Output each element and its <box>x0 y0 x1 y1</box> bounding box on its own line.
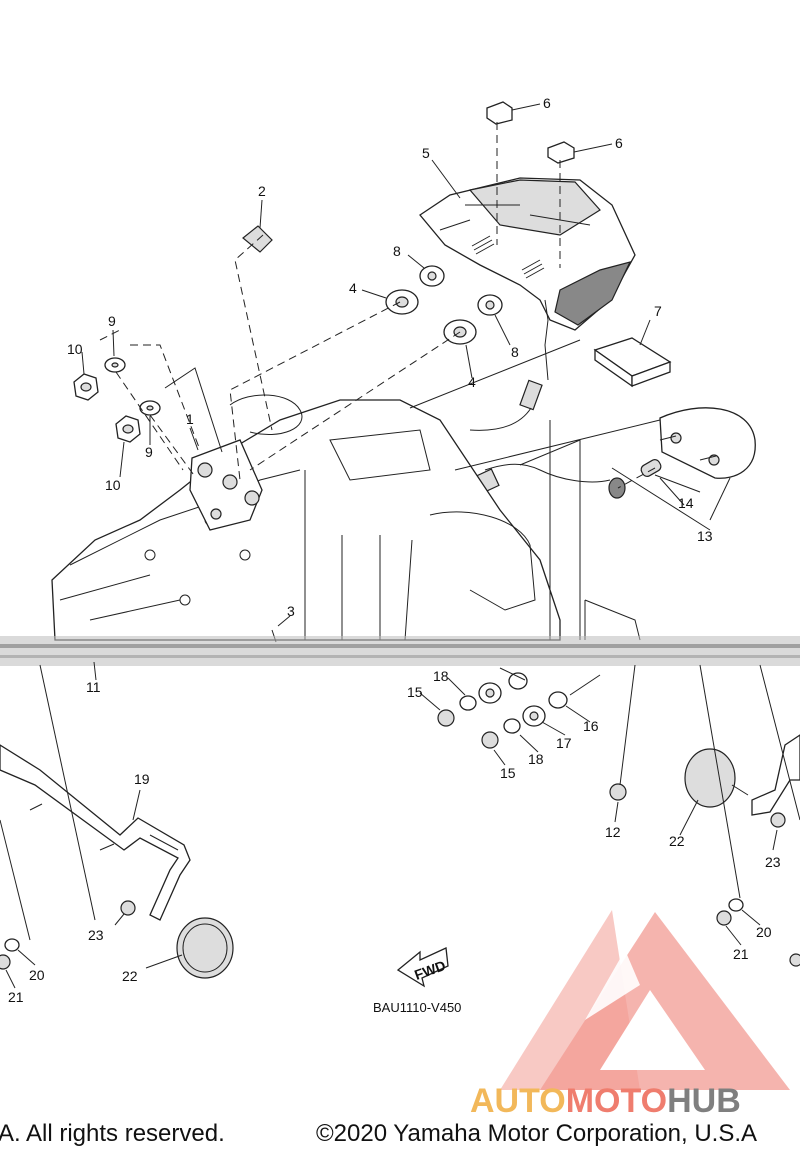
fwd-arrow: FWD <box>396 947 449 988</box>
clip-2 <box>242 225 273 253</box>
washer-18-upper <box>459 695 477 711</box>
nut-21-right <box>716 910 732 926</box>
callout-20-left: 20 <box>29 967 45 983</box>
washer-18-lower <box>503 718 521 734</box>
brand-auto: AUTO <box>470 1082 566 1120</box>
callout-10-lower: 10 <box>105 477 121 493</box>
collar-8-upper <box>419 265 445 287</box>
callout-labels: 1 2 3 4 4 5 6 6 7 8 8 9 9 10 10 11 12 13… <box>8 95 781 1005</box>
callout-8-upper: 8 <box>393 243 401 259</box>
rear-fender <box>51 394 561 641</box>
cap-6-lower <box>547 141 575 164</box>
callout-7: 7 <box>654 303 662 319</box>
nut-10-upper <box>73 373 99 401</box>
copyright-left: A. All rights reserved. <box>0 1120 225 1147</box>
callout-15-upper: 15 <box>407 684 423 700</box>
license-light-13 <box>474 407 756 499</box>
cap-6-upper <box>486 101 513 125</box>
bulb-14 <box>640 459 662 477</box>
callout-21-left: 21 <box>8 989 24 1005</box>
grommet-17 <box>522 705 546 727</box>
callout-8-lower: 8 <box>511 344 519 360</box>
callout-22-right: 22 <box>669 833 685 849</box>
callout-12: 12 <box>605 824 621 840</box>
washer-9-upper <box>104 357 126 373</box>
callout-3: 3 <box>287 603 295 619</box>
callout-10-upper: 10 <box>67 341 83 357</box>
nut-15-lower <box>481 731 499 749</box>
callout-6-upper: 6 <box>543 95 551 111</box>
washer-20-right <box>728 898 744 912</box>
nut-12 <box>609 783 627 801</box>
callout-16: 16 <box>583 718 599 734</box>
callout-23-left: 23 <box>88 927 104 943</box>
callout-2: 2 <box>258 183 266 199</box>
callout-19: 19 <box>134 771 150 787</box>
callout-23-right: 23 <box>765 854 781 870</box>
nut-23-right <box>770 812 786 828</box>
washer-20-left <box>4 938 20 952</box>
nut-23-left <box>120 900 136 916</box>
collar-8-lower <box>477 294 503 316</box>
callout-22-left: 22 <box>122 968 138 984</box>
torn-edge <box>0 636 800 666</box>
callout-leaders <box>5 103 778 989</box>
callout-9-upper: 9 <box>108 313 116 329</box>
nut-21-left <box>0 954 11 970</box>
outline-lines <box>164 339 731 643</box>
callout-18-upper: 18 <box>433 668 449 684</box>
callout-21-right: 21 <box>733 946 749 962</box>
grommet-upper <box>478 682 502 704</box>
lower-lines <box>0 664 800 941</box>
copyright-right: ©2020 Yamaha Motor Corporation, U.S.A <box>316 1120 758 1147</box>
reflector-22-right <box>684 748 749 808</box>
brand-hub: HUB <box>667 1082 741 1120</box>
grommet-4-upper <box>385 289 419 315</box>
callout-5: 5 <box>422 145 430 161</box>
callout-1: 1 <box>186 411 194 427</box>
bracket-19 <box>0 744 191 921</box>
washer-9-lower <box>139 400 161 416</box>
watermark-logo <box>500 910 790 1090</box>
studs <box>471 235 717 461</box>
callout-4-lower: 4 <box>468 374 476 390</box>
pad-7 <box>593 337 672 388</box>
collar-upper <box>508 672 528 690</box>
callout-9-lower: 9 <box>145 444 153 460</box>
callout-13: 13 <box>697 528 713 544</box>
callout-17: 17 <box>556 735 572 751</box>
callout-11: 11 <box>86 679 101 695</box>
callout-6-lower: 6 <box>615 135 623 151</box>
nut-21-far-right <box>789 953 800 967</box>
callout-4-upper: 4 <box>349 280 357 296</box>
tail-light-housing <box>419 177 636 381</box>
callout-14: 14 <box>678 495 694 511</box>
callout-15-lower: 15 <box>500 765 516 781</box>
callout-18-lower: 18 <box>528 751 544 767</box>
callout-20-right: 20 <box>756 924 772 940</box>
reflector-22-left <box>176 917 234 979</box>
bracket-1 <box>189 439 263 531</box>
watermark-brand: AUTOMOTOHUB <box>470 1082 741 1121</box>
brand-moto: MOTO <box>565 1082 668 1120</box>
diagram-reference: BAU1110-V450 <box>373 1000 462 1015</box>
bracket-right <box>751 734 800 816</box>
collar-16 <box>548 691 568 709</box>
nut-15-upper <box>437 709 455 727</box>
wire-connector <box>469 379 543 431</box>
nut-10-lower <box>115 415 141 443</box>
